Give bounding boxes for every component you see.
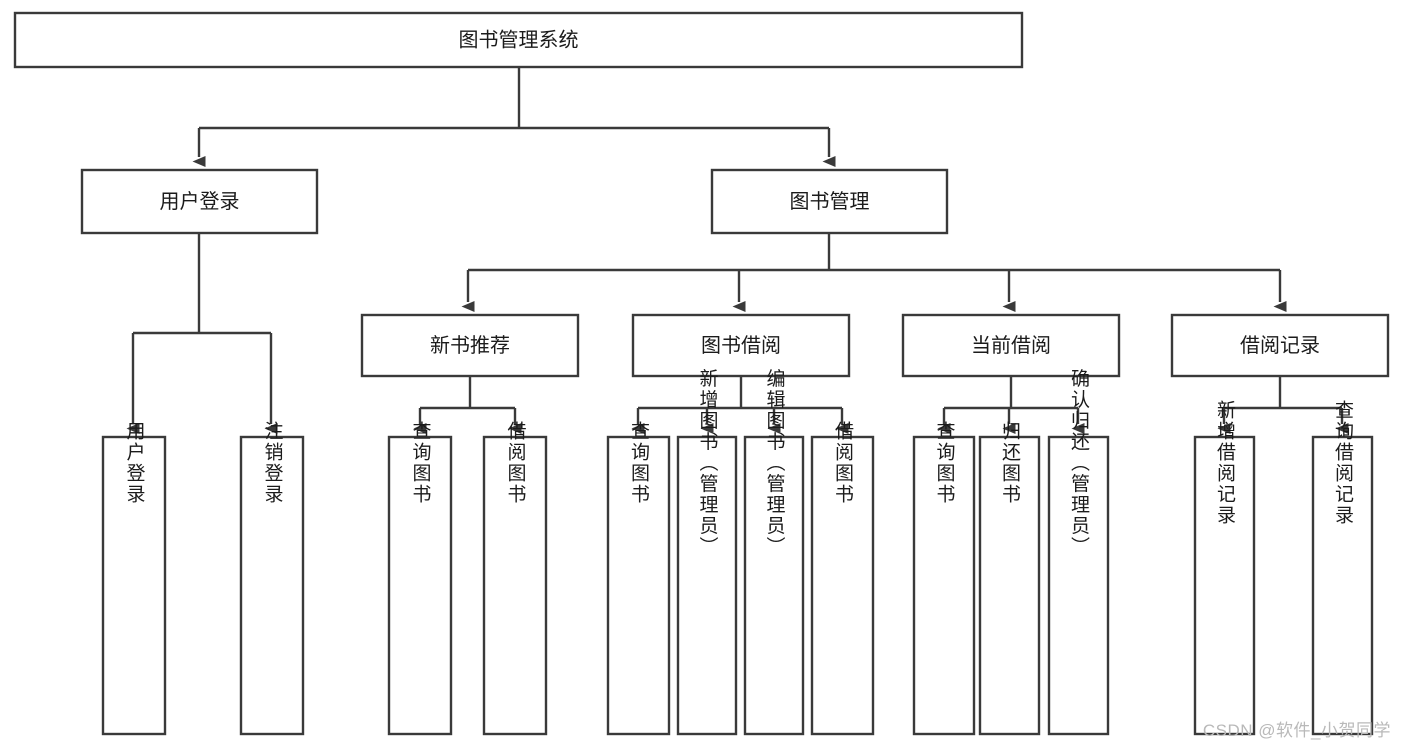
node-label-leaf-query-borrow-record: 查询借阅记录	[1332, 400, 1354, 526]
node-box-leaf-user-login[interactable]	[101, 435, 167, 736]
node-leaf-confirm-return-admin[interactable]: 确认归还（管理员）	[1047, 368, 1110, 736]
node-new-book-recommend[interactable]: 新书推荐	[360, 313, 580, 378]
node-leaf-query-book-current[interactable]: 查询图书	[912, 421, 976, 736]
node-label-leaf-query-book-rec: 查询图书	[410, 421, 432, 505]
node-label-book-borrow: 图书借阅	[701, 334, 781, 357]
node-label-leaf-edit-book-admin: 编辑图书（管理员）	[764, 368, 786, 557]
node-box-book-borrow[interactable]	[631, 313, 851, 378]
node-user-login[interactable]: 用户登录	[80, 168, 319, 235]
node-label-leaf-borrow-book: 借阅图书	[832, 421, 854, 505]
node-box-borrow-record[interactable]	[1170, 313, 1390, 378]
node-label-leaf-query-book-borrow: 查询图书	[628, 421, 650, 505]
node-book-borrow[interactable]: 图书借阅	[631, 313, 851, 378]
node-label-book-management: 图书管理	[790, 190, 870, 213]
node-box-leaf-query-borrow-record[interactable]	[1311, 435, 1374, 736]
node-box-root[interactable]	[13, 11, 1024, 69]
node-current-borrow[interactable]: 当前借阅	[901, 313, 1121, 378]
node-label-leaf-user-login: 用户登录	[124, 421, 146, 505]
node-box-book-management[interactable]	[710, 168, 949, 235]
node-label-new-book-recommend: 新书推荐	[430, 334, 510, 357]
node-label-leaf-add-book-admin: 新增图书（管理员）	[697, 368, 719, 557]
node-label-current-borrow: 当前借阅	[971, 334, 1051, 357]
node-leaf-return-book[interactable]: 归还图书	[978, 421, 1041, 736]
node-leaf-borrow-book-rec[interactable]: 借阅图书	[482, 421, 548, 736]
node-box-leaf-add-book-admin[interactable]	[676, 435, 738, 736]
node-leaf-logout[interactable]: 注销登录	[239, 421, 305, 736]
node-root[interactable]: 图书管理系统	[13, 11, 1024, 69]
connectors-layer	[126, 67, 1349, 434]
node-borrow-record[interactable]: 借阅记录	[1170, 313, 1390, 378]
node-box-new-book-recommend[interactable]	[360, 313, 580, 378]
node-box-leaf-logout[interactable]	[239, 435, 305, 736]
node-label-leaf-query-book-current: 查询图书	[934, 421, 956, 505]
node-book-management[interactable]: 图书管理	[710, 168, 949, 235]
node-box-current-borrow[interactable]	[901, 313, 1121, 378]
node-label-leaf-logout: 注销登录	[262, 421, 284, 505]
node-box-user-login[interactable]	[80, 168, 319, 235]
node-box-leaf-query-book-rec[interactable]	[387, 435, 453, 736]
node-box-leaf-return-book[interactable]	[978, 435, 1041, 736]
node-label-borrow-record: 借阅记录	[1240, 334, 1320, 357]
node-box-leaf-borrow-book-rec[interactable]	[482, 435, 548, 736]
node-label-leaf-return-book: 归还图书	[999, 421, 1021, 505]
node-leaf-edit-book-admin[interactable]: 编辑图书（管理员）	[743, 368, 805, 736]
node-label-leaf-borrow-book-rec: 借阅图书	[505, 421, 527, 505]
node-label-root: 图书管理系统	[459, 28, 579, 51]
node-box-leaf-query-book-borrow[interactable]	[606, 435, 671, 736]
nodes-layer: 图书管理系统用户登录图书管理新书推荐图书借阅当前借阅借阅记录用户登录注销登录查询…	[13, 11, 1390, 736]
node-label-leaf-add-borrow-record: 新增借阅记录	[1214, 400, 1236, 526]
node-leaf-add-book-admin[interactable]: 新增图书（管理员）	[676, 368, 738, 736]
node-leaf-query-book-borrow[interactable]: 查询图书	[606, 421, 671, 736]
node-leaf-query-borrow-record[interactable]: 查询借阅记录	[1311, 400, 1374, 736]
node-leaf-borrow-book[interactable]: 借阅图书	[810, 421, 875, 736]
node-leaf-user-login[interactable]: 用户登录	[101, 421, 167, 736]
node-leaf-query-book-rec[interactable]: 查询图书	[387, 421, 453, 736]
node-box-leaf-confirm-return-admin[interactable]	[1047, 435, 1110, 736]
node-label-leaf-confirm-return-admin: 确认归还（管理员）	[1068, 368, 1090, 557]
node-box-leaf-borrow-book[interactable]	[810, 435, 875, 736]
node-box-leaf-edit-book-admin[interactable]	[743, 435, 805, 736]
node-leaf-add-borrow-record[interactable]: 新增借阅记录	[1193, 400, 1256, 736]
node-label-user-login: 用户登录	[160, 190, 240, 213]
watermark-text: CSDN @软件_小贺同学	[1202, 721, 1391, 740]
node-box-leaf-query-book-current[interactable]	[912, 435, 976, 736]
node-box-leaf-add-borrow-record[interactable]	[1193, 435, 1256, 736]
